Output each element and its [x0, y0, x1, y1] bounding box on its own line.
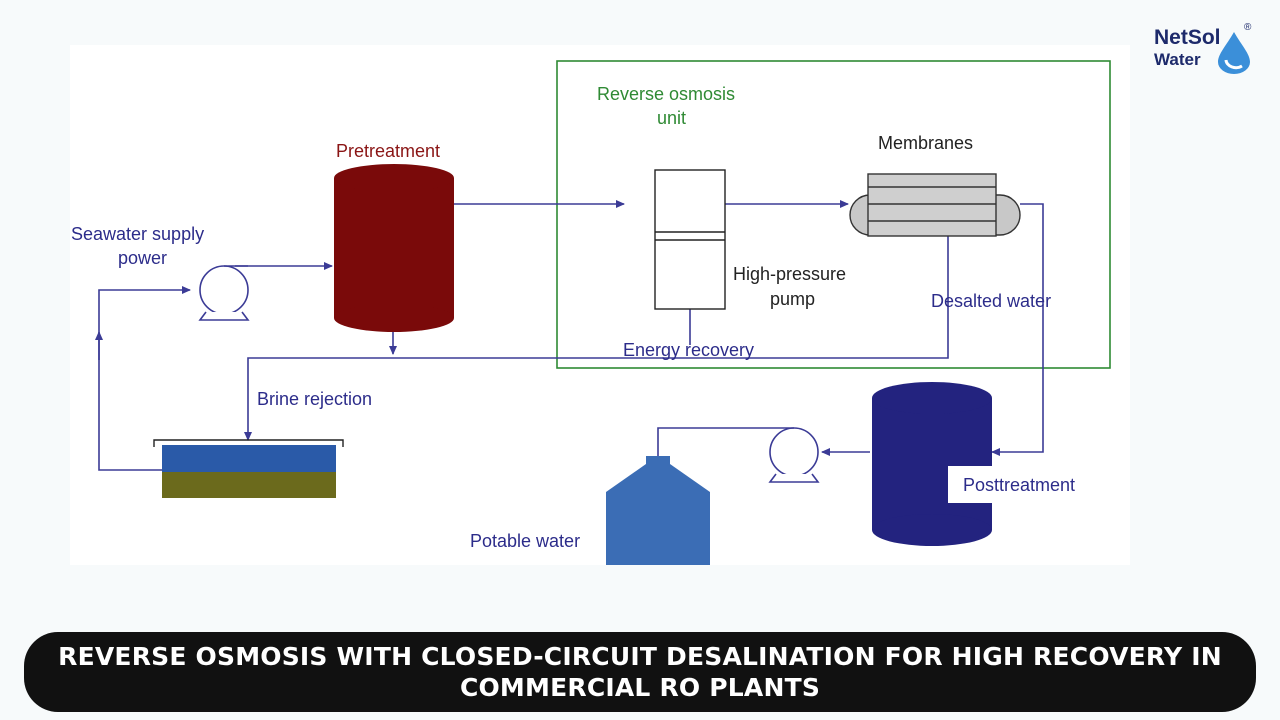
- title-banner: REVERSE OSMOSIS WITH CLOSED-CIRCUIT DESA…: [24, 632, 1256, 712]
- brine-rejection-line: [244, 236, 949, 441]
- label-membranes: Membranes: [878, 133, 973, 153]
- label-brine-rejection: Brine rejection: [257, 389, 372, 409]
- label-potable-water: Potable water: [470, 531, 580, 551]
- label-ro-unit-2: unit: [657, 108, 686, 128]
- pretreatment-tank: [334, 164, 454, 332]
- potable-water-tank: [606, 456, 710, 565]
- brine-tank: [153, 439, 344, 498]
- registered-mark: ®: [1244, 22, 1252, 33]
- label-ro-unit: Reverse osmosis: [597, 84, 735, 104]
- label-pretreatment: Pretreatment: [336, 141, 440, 161]
- membranes-module: [849, 173, 1021, 237]
- high-pressure-pump: [654, 169, 726, 310]
- ro-unit-box: [556, 60, 1111, 369]
- water-drop-icon: [1218, 32, 1250, 74]
- logo-line2: Water: [1154, 50, 1201, 69]
- flow-lines: [95, 200, 1044, 471]
- potable-pump-icon: [768, 427, 820, 483]
- desalted-water-line: [991, 203, 1044, 456]
- label-high-pressure: High-pressure: [733, 264, 846, 284]
- banner-title: REVERSE OSMOSIS WITH CLOSED-CIRCUIT DESA…: [58, 642, 1222, 702]
- label-seawater-power: power: [118, 248, 167, 268]
- netsol-water-logo: NetSol Water ®: [1150, 20, 1260, 76]
- pump-to-potable-line: [657, 427, 770, 456]
- logo-line1: NetSol: [1154, 26, 1221, 49]
- label-energy-recovery: Energy recovery: [623, 340, 754, 360]
- posttreatment-tank: [872, 382, 992, 546]
- label-posttreatment: Posttreatment: [963, 475, 1075, 495]
- feed-return-line: [98, 286, 191, 471]
- label-desalted-water: Desalted water: [931, 291, 1051, 311]
- label-seawater-supply: Seawater supply: [71, 224, 204, 244]
- label-pump: pump: [770, 289, 815, 309]
- seawater-pump-icon: [198, 265, 250, 321]
